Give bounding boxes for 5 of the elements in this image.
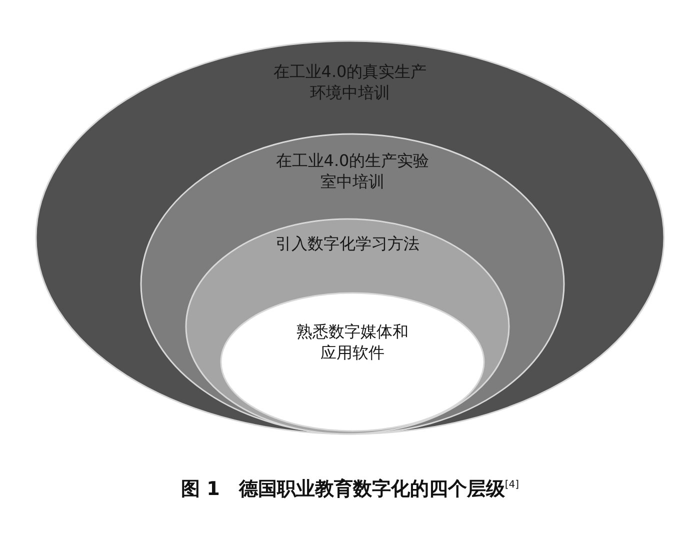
figure-caption: 图 1 德国职业教育数字化的四个层级$^{[4]}$ — [180, 477, 520, 502]
layer-label: 在工业4.0的生产实验室中培训 — [274, 151, 430, 193]
layer-label: 熟悉数字媒体和应用软件 — [296, 322, 410, 364]
layer-label: 在工业4.0的真实生产环境中培训 — [272, 62, 428, 104]
layer-label: 引入数字化学习方法 — [274, 234, 420, 255]
